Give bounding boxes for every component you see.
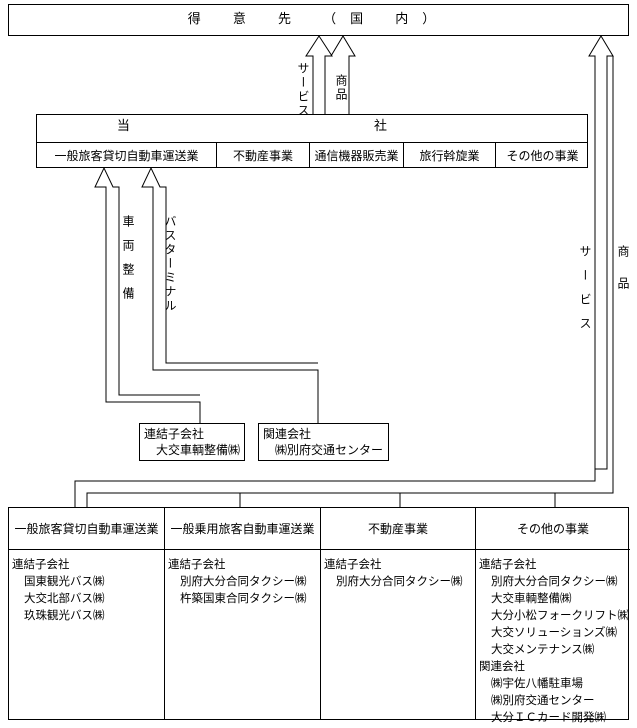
company-item: 別府大分合同タクシー㈱ — [180, 574, 307, 588]
segment-header: 一般乗用旅客自動車運送業 — [165, 508, 320, 550]
arrow-bus-terminal — [141, 166, 319, 423]
group-label: 関連会社 — [479, 659, 525, 673]
segment-list: 連結子会社 別府大分合同タクシー㈱ — [324, 556, 463, 590]
subsidiary-box-vehicle: 連結子会社 大交車輌整備㈱ — [139, 423, 245, 461]
company-item: 大交北部バス㈱ — [24, 591, 105, 605]
company-item: 大分ＩＣカード開発㈱ — [491, 710, 606, 724]
customer-title: 得 意 先 （国 内） — [187, 12, 450, 27]
segment-table: 一般旅客貸切自動車運送業 連結子会社 国東観光バス㈱ 大交北部バス㈱ 玖珠観光バ… — [8, 507, 630, 724]
label-vehicle-maintenance: 車両整備 — [121, 215, 135, 311]
company-item: 大交ソリューションズ㈱ — [491, 625, 618, 639]
segment-list: 連結子会社 国東観光バス㈱ 大交北部バス㈱ 玖珠観光バス㈱ — [12, 556, 105, 624]
company-segment: その他の事業 — [495, 143, 589, 167]
customer-box: 得 意 先 （国 内） — [8, 4, 629, 36]
company-item: 杵築国東合同タクシー㈱ — [180, 591, 307, 605]
affiliate-label: 関連会社 — [263, 427, 312, 441]
label-goods-top: 商品 — [334, 74, 348, 102]
affiliate-name: ㈱別府交通センター — [275, 443, 384, 457]
company-item: ㈱宇佐八幡駐車場 — [491, 676, 583, 690]
company-item: ㈱別府交通センター — [491, 693, 595, 707]
company-item: 別府大分合同タクシー㈱ — [336, 574, 463, 588]
company-title: 当 社 — [116, 119, 508, 134]
company-item: 大交車輌整備㈱ — [491, 591, 572, 605]
segment-header: 一般旅客貸切自動車運送業 — [9, 508, 164, 550]
segment-header: その他の事業 — [476, 508, 630, 550]
segment-list: 連結子会社 別府大分合同タクシー㈱ 大交車輌整備㈱ 大分小松フォークリフト㈱ 大… — [479, 556, 629, 726]
company-segment: 旅行斡旋業 — [403, 143, 495, 167]
group-label: 連結子会社 — [12, 557, 70, 571]
label-service-right: サービス — [578, 245, 592, 341]
company-segments: 一般旅客貸切自動車運送業 不動産事業 通信機器販売業 旅行斡旋業 その他の事業 — [37, 142, 587, 167]
company-box: 当 社 一般旅客貸切自動車運送業 不動産事業 通信機器販売業 旅行斡旋業 その他… — [36, 114, 588, 168]
label-goods-right: 商品 — [616, 245, 630, 309]
arrow-service-segments — [74, 35, 614, 507]
segment-list: 連結子会社 別府大分合同タクシー㈱ 杵築国東合同タクシー㈱ — [168, 556, 307, 607]
label-bus-terminal: バスターミナル — [163, 215, 177, 313]
segment-header: 不動産事業 — [321, 508, 475, 550]
group-label: 連結子会社 — [479, 557, 537, 571]
arrow-goods-segments — [86, 56, 614, 507]
company-item: 大分小松フォークリフト㈱ — [491, 608, 629, 622]
company-item: 別府大分合同タクシー㈱ — [491, 574, 618, 588]
company-segment: 一般旅客貸切自動車運送業 — [54, 148, 199, 163]
arrow-goods-company — [324, 35, 356, 114]
segment-column: その他の事業 連結子会社 別府大分合同タクシー㈱ 大交車輌整備㈱ 大分小松フォー… — [475, 508, 630, 724]
arrow-vehicle-maintenance — [94, 166, 201, 423]
subsidiary-name: 大交車輌整備㈱ — [156, 443, 241, 457]
label-service-top: サービス — [296, 62, 310, 118]
group-label: 連結子会社 — [168, 557, 226, 571]
segment-column: 不動産事業 連結子会社 別府大分合同タクシー㈱ — [320, 508, 475, 719]
company-item: 玖珠観光バス㈱ — [24, 608, 105, 622]
group-label: 連結子会社 — [324, 557, 382, 571]
company-item: 大交メンテナンス㈱ — [491, 642, 595, 656]
company-segment: 通信機器販売業 — [309, 143, 403, 167]
affiliate-box-bus-terminal: 関連会社 ㈱別府交通センター — [258, 423, 389, 461]
segment-column: 一般旅客貸切自動車運送業 連結子会社 国東観光バス㈱ 大交北部バス㈱ 玖珠観光バ… — [9, 508, 164, 719]
company-segment: 不動産事業 — [216, 143, 309, 167]
company-item: 国東観光バス㈱ — [24, 574, 105, 588]
segment-column: 一般乗用旅客自動車運送業 連結子会社 別府大分合同タクシー㈱ 杵築国東合同タクシ… — [164, 508, 320, 719]
subsidiary-label: 連結子会社 — [144, 427, 205, 441]
